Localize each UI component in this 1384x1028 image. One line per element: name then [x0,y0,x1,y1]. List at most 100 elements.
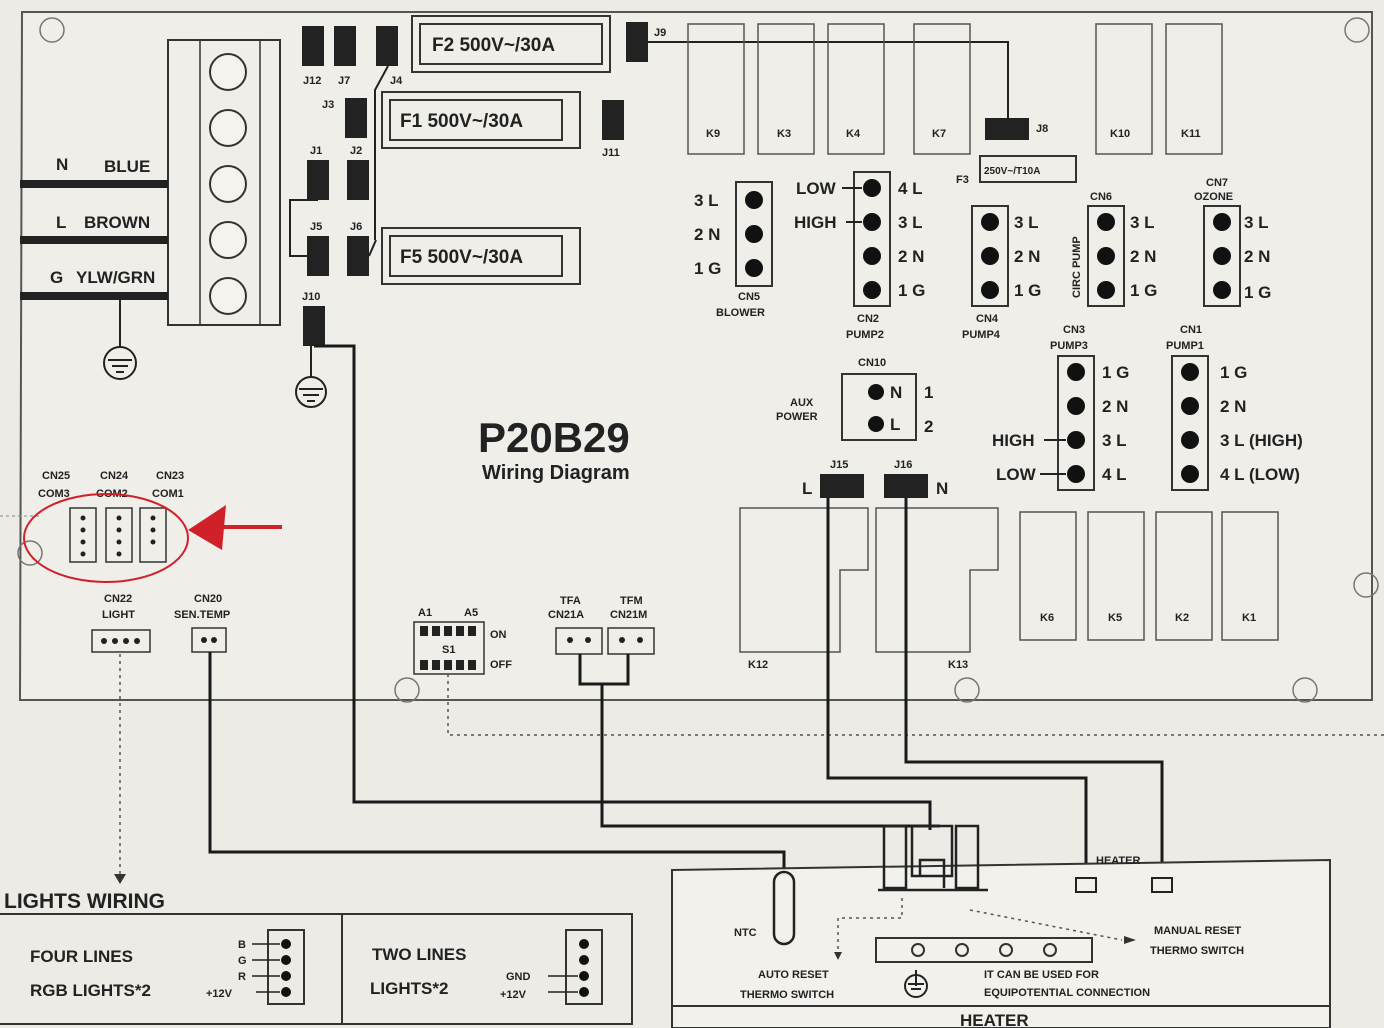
cn21m-name: CN21M [610,609,647,621]
cn21m-top: TFM [620,595,643,607]
j15-block [820,474,864,498]
j15-label: J15 [830,459,848,471]
two-lines-line2: LIGHTS*2 [370,979,448,998]
cn5-connector [735,181,773,287]
relay-k11: K11 [1181,128,1201,140]
two-lines-line1: TWO LINES [372,945,466,964]
s1-on: ON [490,629,507,641]
j1-label: J1 [310,145,322,157]
cn10-pin-n: N [890,383,902,402]
j11-label: J11 [602,147,620,159]
com-pins [80,515,156,557]
lights-arrow-icon [114,874,126,884]
cn7-sub: OZONE [1194,191,1233,203]
j10-label: J10 [302,291,320,303]
input-g-terminal: G [50,268,63,287]
ntc-label: NTC [734,927,757,939]
dotted-leads [119,654,1384,880]
cn3-low: LOW [996,465,1037,484]
rgb-line2: RGB LIGHTS*2 [30,981,151,1000]
cn10-num-1: 1 [924,383,933,402]
red-arrow-icon [188,505,282,550]
cn6-pins [1097,213,1115,299]
input-n-terminal: N [56,155,68,174]
j3-label: J3 [322,99,334,111]
cn1-sub: PUMP1 [1166,340,1204,352]
thermo-switch-block [878,824,988,892]
cn3-high: HIGH [992,431,1035,450]
cn7-pins [1213,213,1231,299]
jumper-links [289,65,389,257]
equipotential-line2: EQUIPOTENTIAL CONNECTION [984,987,1150,999]
cn7-pin-2: 2 N [1244,247,1270,266]
two-lines-connector-pins [579,939,589,997]
cn3-sub: PUMP3 [1050,340,1088,352]
cn1-pins [1181,363,1199,483]
relay-k1: K1 [1242,612,1256,624]
cn10-pin-l: L [890,415,900,434]
cn3-pin-2: 2 N [1102,397,1128,416]
relay-k9: K9 [706,128,720,140]
cn7-name: CN7 [1206,177,1228,189]
j9-label: J9 [654,27,666,39]
j16-label: J16 [894,459,912,471]
s1-name: S1 [442,644,455,656]
cn1-name: CN1 [1180,324,1202,336]
equipotential-line1: IT CAN BE USED FOR [984,969,1099,981]
cn2-pin-2: 2 N [898,247,924,266]
heater-terminals [1075,877,1173,893]
relay-k10: K10 [1110,128,1130,140]
page-subtitle: Wiring Diagram [482,462,630,484]
cn5-name: CN5 [738,291,760,303]
cn10-num-2: 2 [924,417,933,436]
ground-icon [103,300,137,380]
s1-a1: A1 [418,607,432,619]
page-title: P20B29 [478,414,630,461]
cn7-connector [1203,205,1241,307]
rgb-pin-g: G [238,955,247,967]
cn6-name: CN6 [1090,191,1112,203]
relay-k3: K3 [777,128,791,140]
relay-k12: K12 [748,659,768,671]
cn10-name: CN10 [858,357,886,369]
cn10-pins [868,384,884,432]
cn6-pin-3: 3 L [1130,213,1155,232]
s1-switch [413,621,485,675]
auto-reset-line2: THERMO SWITCH [740,989,834,1001]
two-lines-connector [565,929,603,1005]
cn1-pin-1: 1 G [1220,363,1247,382]
fuse-frames [381,15,1077,285]
cn22-name: CN22 [104,593,132,605]
cn25-sub: COM3 [38,488,70,500]
jumper-blocks [302,22,1029,346]
cn2-low: LOW [796,179,837,198]
heater-housing [671,858,1331,1028]
relay-k6: K6 [1040,612,1054,624]
manual-reset-line1: MANUAL RESET [1154,925,1241,937]
cn22-pins [101,638,140,644]
cn5-sub: BLOWER [716,307,765,319]
cn4-pin-2: 2 N [1014,247,1040,266]
cn21m-connector [607,627,655,655]
terminal-block [167,39,281,326]
j6-label: J6 [350,221,362,233]
j8-label: J8 [1036,123,1048,135]
cn2-sub: PUMP2 [846,329,884,341]
cn3-connector [1057,355,1095,491]
s1-a5: A5 [464,607,478,619]
fuse-f3-label: F3 [956,174,969,186]
cn3-name: CN3 [1063,324,1085,336]
cn3-pins [1067,363,1085,483]
j9-j8-wire [648,41,1009,118]
com-connectors [69,507,167,563]
cn4-sub: PUMP4 [962,329,1001,341]
heater-title: HEATER [960,1011,1029,1028]
relay-k12-frame [739,507,869,653]
cn2-name: CN2 [857,313,879,325]
cn6-side-label: CIRC PUMP [1071,236,1083,298]
cn1-connector [1171,355,1209,491]
cn1-pin-2: 2 N [1220,397,1246,416]
cn2-pin-4: 4 L [898,179,923,198]
board-ground-icon [295,346,327,408]
